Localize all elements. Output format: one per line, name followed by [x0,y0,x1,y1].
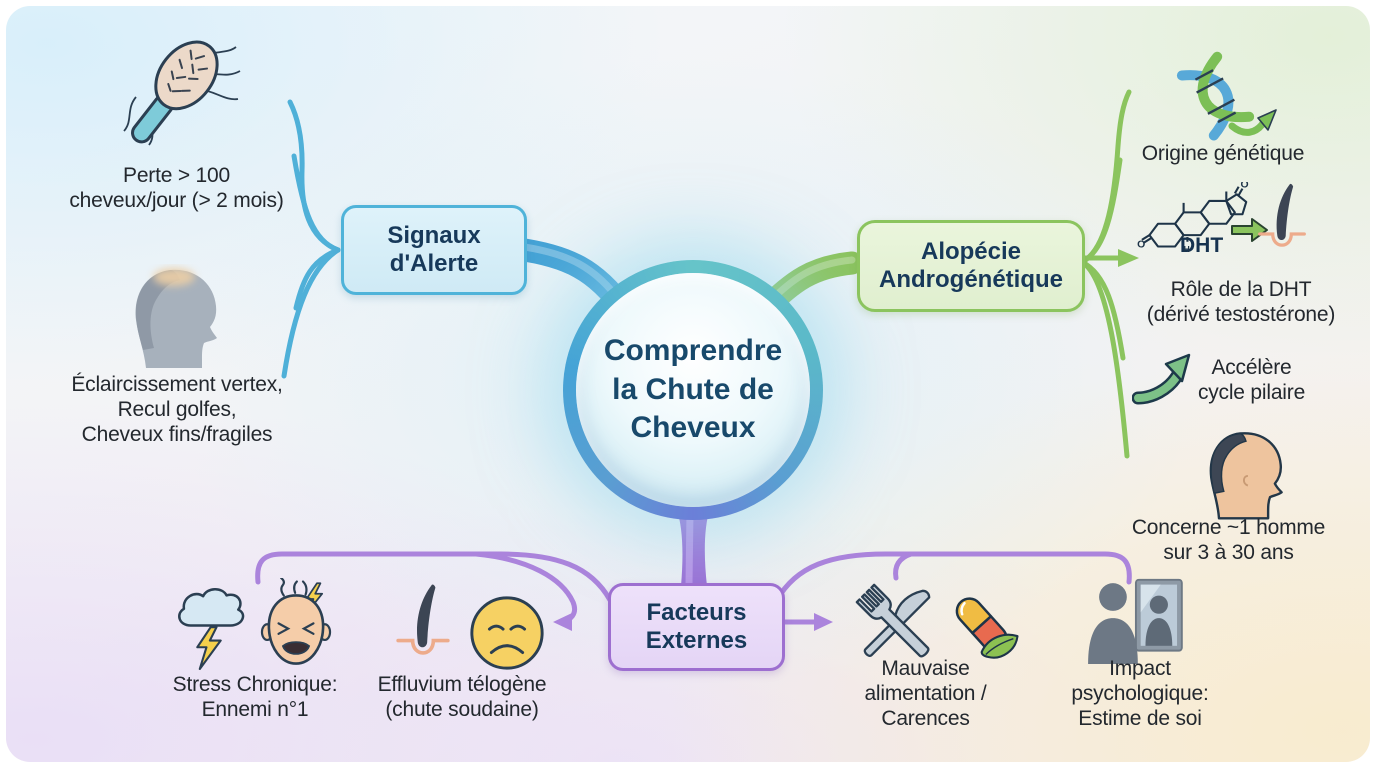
svg-text:H: H [1184,244,1190,254]
caption-eclaircissement: Éclaircissement vertex,Recul golfes,Chev… [71,373,283,447]
balding-man-icon [1209,432,1283,520]
facteurs-right-arrowhead [814,613,833,631]
connector-facteurs-center-highlight [685,510,694,585]
svg-text:O: O [1241,182,1249,191]
alopecie-arrowhead [1118,249,1139,267]
hairbrush-icon [123,40,241,146]
hair-follicle-icon [396,584,450,655]
alopecie-branch-lines [1079,89,1132,459]
dna-arrow-icon [1176,51,1277,141]
hair-follicle-icon [1258,183,1306,247]
alert-branch-lines [281,99,341,379]
stressed-face-icon [260,578,332,665]
person-mirror-icon [1088,578,1183,664]
svg-text:O: O [1137,239,1145,250]
dht-molecule-follicle-icon: O O H DHT [1132,178,1314,274]
balding-silhouette-icon [135,268,217,368]
crossed-cutlery-icon [855,583,931,658]
caption-origine-genetique: Origine génétique [1141,142,1305,165]
storm-cloud-icon [178,587,245,671]
facteurs-branch-lines [255,551,1132,625]
facteurs-left-arrowhead [553,613,572,631]
caption-effluvium: Effluvium télogène(chute soudaine) [377,673,547,722]
dht-molecule-structure: O O H [1137,182,1249,254]
caption-role-dht: Rôle de la DHT(dérivé testostérone) [1146,278,1336,327]
pill-leaf-icon [955,597,1019,659]
connector-lines [255,89,1139,631]
caption-stress-chronique: Stress Chronique:Ennemi n°1 [172,673,338,722]
growth-arrow-icon [1132,353,1191,405]
sad-face-icon [470,596,544,670]
dht-molecule-label: DHT [1180,234,1224,257]
